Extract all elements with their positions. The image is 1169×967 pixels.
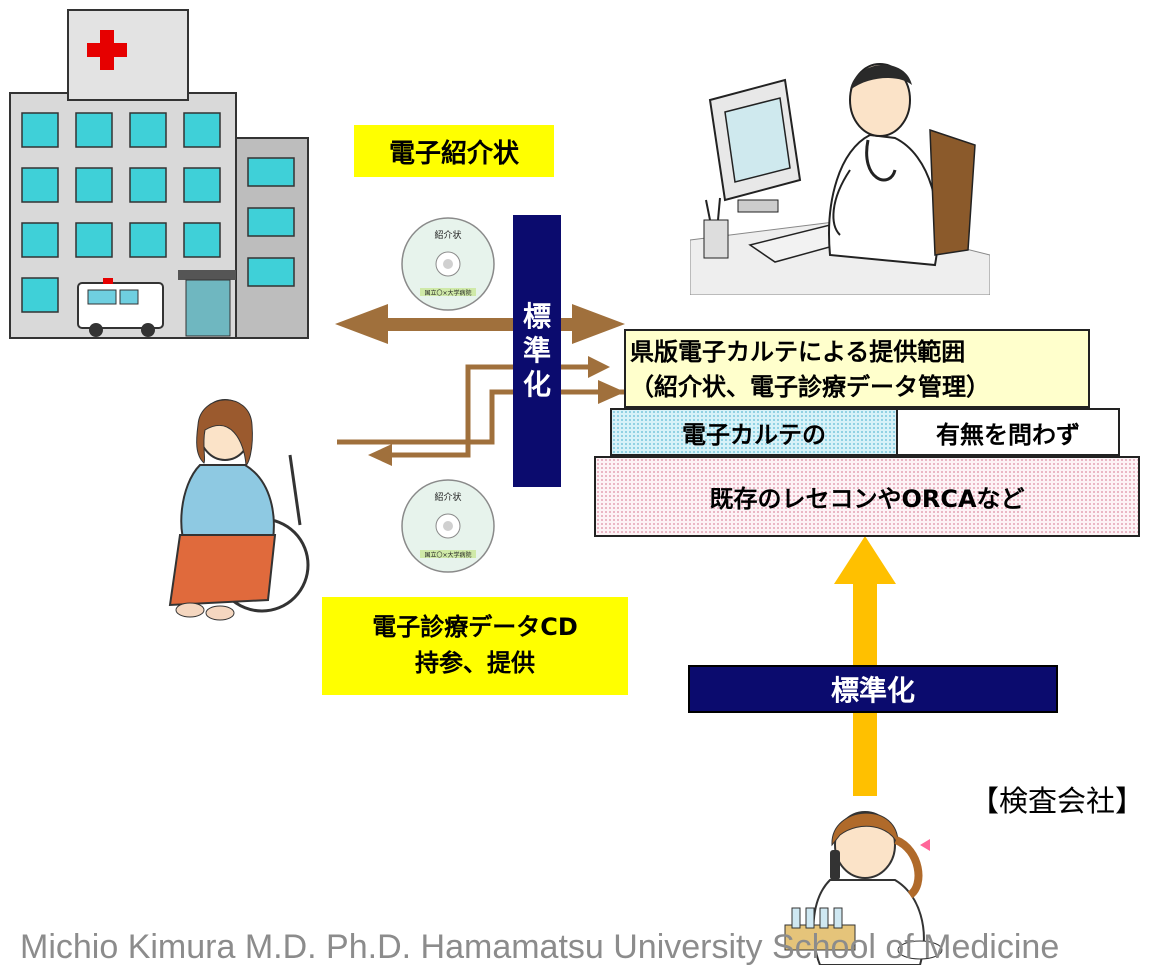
hospital-illustration xyxy=(9,9,309,339)
arrowhead-to-scope-2 xyxy=(588,356,610,378)
referral-label-text: 電子紹介状 xyxy=(388,138,519,169)
scope-box: 県版電子カルテによる提供範囲 （紹介状、電子診療データ管理） xyxy=(624,329,1090,408)
standardization-char-3: 化 xyxy=(522,368,551,401)
lab-company-label: 【検査会社】 xyxy=(970,778,1144,820)
footer-credit-text: Michio Kimura M.D. Ph.D. Hamamatsu Unive… xyxy=(20,928,1060,966)
emr-left-text: 電子カルテの xyxy=(682,420,826,449)
existing-systems-text: 既存のレセコンやORCAなど xyxy=(709,485,1025,513)
standardization-char-1: 標 xyxy=(522,300,551,333)
cd-disc-top-title: 紹介状 xyxy=(434,229,461,241)
lab-company-text: 【検査会社】 xyxy=(970,784,1145,818)
cd-label-line1: 電子診療データCD xyxy=(372,613,578,641)
arrowhead-to-patient xyxy=(368,444,392,466)
scope-line2: （紹介状、電子診療データ管理） xyxy=(630,373,990,401)
referral-label: 電子紹介状 xyxy=(354,125,554,177)
emr-right-text: 有無を問わず xyxy=(936,420,1080,449)
standardization-horizontal-bar: 標準化 xyxy=(688,665,1058,713)
standardization-horizontal-text: 標準化 xyxy=(830,674,915,707)
scope-line1: 県版電子カルテによる提供範囲 xyxy=(630,338,966,366)
standardization-char-2: 準 xyxy=(522,334,551,367)
cd-label-line2: 持参、提供 xyxy=(415,649,535,677)
patient-in-wheelchair-illustration xyxy=(168,399,310,621)
cd-disc-bottom: 紹介状 国立〇×大学病院 xyxy=(401,479,495,573)
cd-label: 電子診療データCD 持参、提供 xyxy=(322,597,628,695)
footer-credit: Michio Kimura M.D. Ph.D. Hamamatsu Unive… xyxy=(20,928,1169,967)
emr-left-cell: 電子カルテの xyxy=(610,408,898,456)
cd-disc-bottom-title: 紹介状 xyxy=(434,491,461,503)
doctor-at-computer-illustration xyxy=(690,63,990,295)
referral-double-arrow xyxy=(335,304,625,344)
cd-disc-top: 紹介状 国立〇×大学病院 xyxy=(401,217,495,311)
emr-right-cell: 有無を問わず xyxy=(896,408,1120,456)
arrowhead-to-scope xyxy=(598,380,625,404)
standardization-vertical-bar: 標 準 化 xyxy=(513,215,561,487)
data-flow-line-1 xyxy=(337,389,625,445)
cd-disc-top-footer: 国立〇×大学病院 xyxy=(424,289,471,297)
cd-disc-bottom-footer: 国立〇×大学病院 xyxy=(424,551,471,559)
existing-systems-box: 既存のレセコンやORCAなど xyxy=(594,456,1140,537)
lab-worker-illustration xyxy=(784,811,943,965)
